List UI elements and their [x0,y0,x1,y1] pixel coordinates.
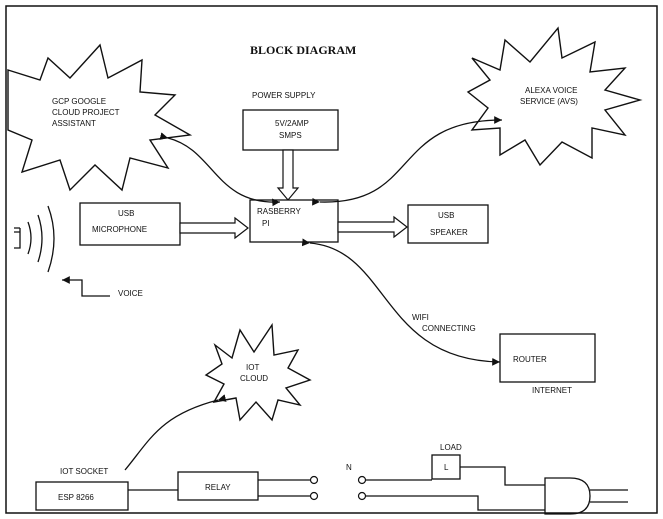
voice-wave-arc-3 [47,205,55,273]
usb-mic-line2: MICROPHONE [92,225,147,234]
relay-box [177,471,259,501]
diagram-border [5,5,658,514]
pi-to-router-link [301,238,501,366]
gcp-cloud-line2: CLOUD PROJECT [52,108,120,117]
load-box [431,454,461,480]
voice-wave-arc-2 [37,214,43,263]
iot-cloud-line2: CLOUD [240,374,268,383]
relay-label: RELAY [205,483,231,492]
smps-line2: SMPS [279,131,302,140]
internet-label: INTERNET [532,386,572,395]
esp-to-iot-link [124,394,227,471]
n-to-plug-line [366,495,545,511]
router-label: ROUTER [513,355,547,364]
voice-label: VOICE [118,289,143,298]
smps-box [242,109,339,151]
relay-terminal-1 [309,475,319,485]
mic-to-pi-arrow [179,216,249,240]
voice-wave-arc-1 [27,221,32,255]
alexa-cloud-line1: ALEXA VOICE [525,86,577,95]
gcp-cloud-line3: ASSISTANT [52,119,96,128]
raspberry-pi-box [249,199,339,243]
raspberry-line1: RASBERRY [257,207,302,216]
usb-mic-line1: USB [118,209,134,218]
load-box-label: L [444,463,449,472]
voice-wave-icon [14,227,21,249]
gcp-to-pi-link [159,132,281,207]
power-arrow [276,149,300,201]
esp-box [35,481,129,511]
raspberry-line2: PI [262,219,270,228]
n-label: N [346,463,352,472]
usb-speaker-line2: SPEAKER [430,228,468,237]
n-terminal-1 [357,475,367,485]
router-box [499,333,596,383]
wifi-line1: WIFI [412,313,429,322]
smps-line1: 5V/2AMP [275,119,309,128]
n-terminal-2 [357,491,367,501]
esp-label: ESP 8266 [58,493,94,502]
gcp-cloud-shape [7,43,193,192]
usb-speaker-line1: USB [438,211,454,220]
load-label: LOAD [440,443,462,452]
iot-socket-label: IOT SOCKET [60,467,108,476]
power-supply-label: POWER SUPPLY [252,91,316,100]
iot-cloud-line1: IOT [246,363,259,372]
relay-terminal-2 [309,491,319,501]
usb-speaker-box [407,204,489,244]
pi-to-speaker-arrow [337,215,408,239]
diagram-title: BLOCK DIAGRAM [250,43,356,57]
wifi-line2: CONNECTING [422,324,476,333]
gcp-cloud-line1: GCP GOOGLE [52,97,106,106]
iot-cloud-shape [204,322,312,422]
alexa-to-pi-link [312,116,503,206]
alexa-cloud-line2: SERVICE (AVS) [520,97,578,106]
load-to-plug-line [460,466,545,486]
plug-icon [544,477,591,515]
voice-arrow [61,276,110,297]
